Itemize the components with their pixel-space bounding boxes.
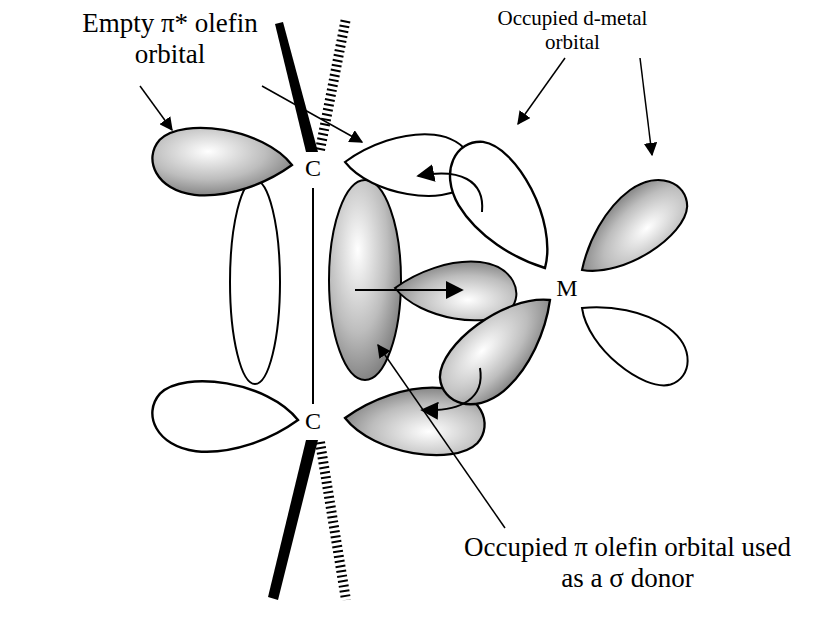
atom-label: M (550, 275, 584, 303)
d-lobe (426, 274, 572, 421)
backdonation-arrow (422, 368, 481, 410)
leader-line (640, 58, 652, 155)
d-lobe (566, 285, 700, 397)
leader-line (518, 58, 565, 124)
atom-label: C (298, 408, 328, 436)
solid-wedge (268, 440, 318, 600)
hashed-wedge (320, 442, 346, 600)
solid-wedge (275, 22, 318, 152)
donation-arrow (355, 289, 462, 291)
leader-line (378, 345, 505, 528)
pi-lobe (230, 180, 280, 384)
d-lobe (563, 164, 699, 295)
callout-label: Empty π* olefin orbital (50, 8, 290, 70)
leader-line (262, 86, 362, 142)
callout-label: Occupied π olefin orbital used as a σ do… (455, 532, 800, 594)
atom-label: C (298, 155, 328, 183)
callout-label: Occupied d-metal orbital (470, 6, 675, 54)
cc-bond (312, 188, 314, 404)
pistar-lobe (152, 128, 292, 196)
backdonation-arrow (418, 174, 482, 212)
pi-lobe (329, 180, 401, 380)
pistar-lobe (152, 381, 298, 452)
leader-line (140, 86, 172, 130)
